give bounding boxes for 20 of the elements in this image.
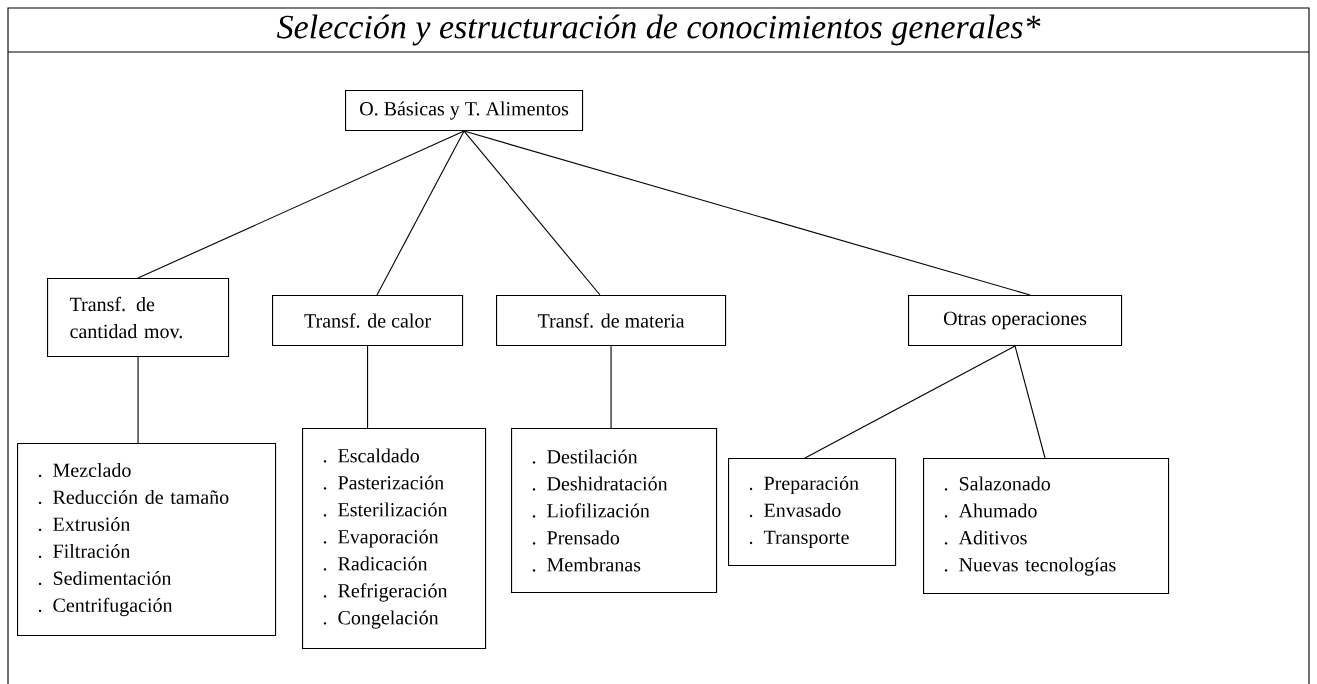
connector-line [804,345,1016,459]
category-box: Transf. de calor [272,295,464,347]
connector-line [463,130,1031,296]
root-box: O. Básicas y T. Alimentos [345,90,584,132]
category-box: Transf. de materia [496,295,727,347]
list-box: . Destilación . Deshidratación . Liofilización . Prensado . Membranas [511,428,718,594]
connector-line [610,345,612,429]
list-box: . Mezclado . Reducción de tamaño . Extrusión . Filtración . Sedimentación . Centrifugación [17,443,277,637]
list-box: . Salazonado . Ahumado . Aditivos . Nuevas tecnologías [923,458,1170,595]
category-box: Otras operaciones [908,295,1123,347]
category-box: Transf. de cantidad mov. [47,278,230,358]
connector-line [367,345,369,429]
list-box: . Escaldado . Pasterización . Esterilización . Evaporación . Radicación . Refrigeración . Congelación [302,428,487,650]
connector-line [137,356,139,444]
connector-line [376,130,465,296]
connector-line [463,130,601,296]
connector-line [137,130,465,279]
list-box: . Preparación . Envasado . Transporte [728,458,897,567]
title: Selección y estructuración de conocimientos generales* [277,14,1041,46]
connector-line [1014,345,1046,459]
